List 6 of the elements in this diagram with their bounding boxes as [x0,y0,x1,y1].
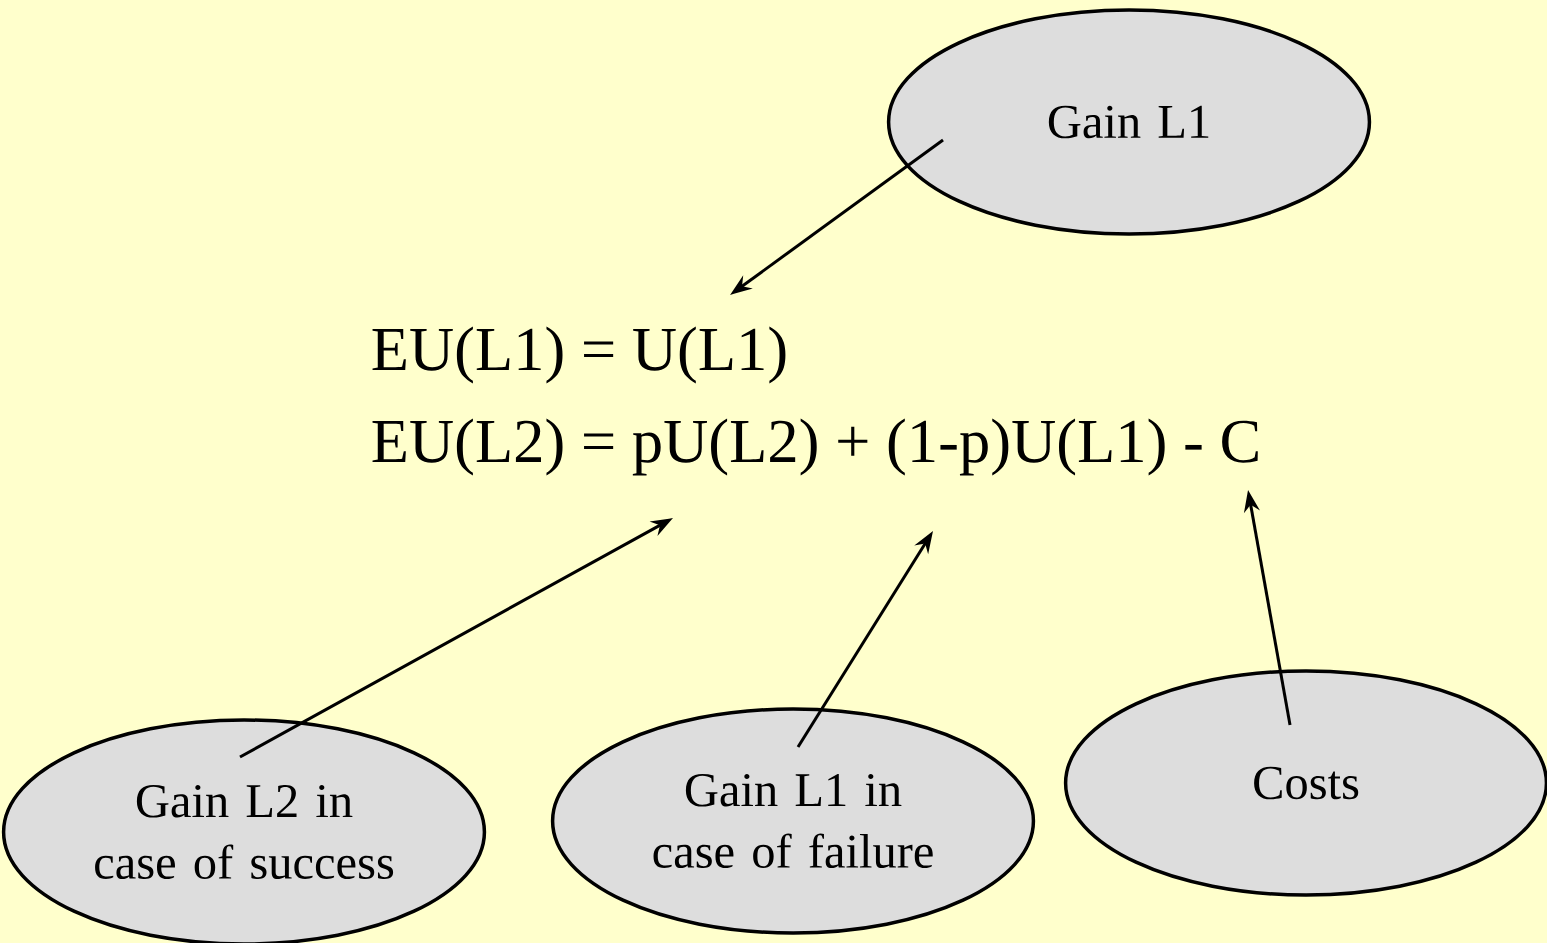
formula-text: EU(L2) = pU(L2) + (1-p)U(L1) - C [372,418,1258,476]
ellipse-node: Gain L2 in case of success [1,718,487,943]
ellipse-node: Costs [1063,669,1547,897]
formula-text: EU(L1) = U(L1) [372,326,786,384]
ellipse-node: Gain L1 [886,8,1372,236]
ellipse-node: Gain L1 in case of failure [550,707,1036,935]
